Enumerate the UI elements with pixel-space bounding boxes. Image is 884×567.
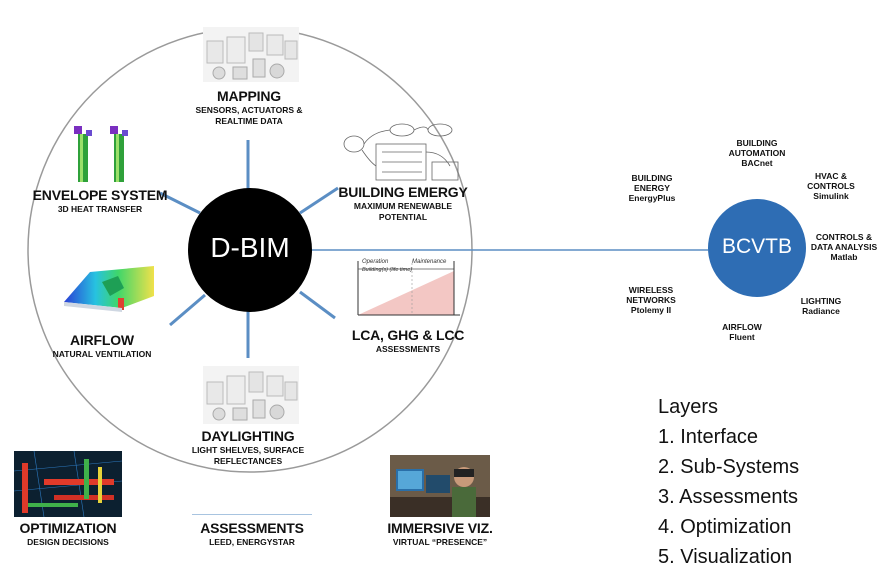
- bcvtb-airflow-line1: AIRFLOW: [722, 322, 762, 332]
- hvac-line1: HVAC &: [815, 171, 847, 181]
- immersive-title: IMMERSIVE VIZ.: [387, 520, 493, 536]
- assessments-title: ASSESSMENTS: [200, 520, 304, 536]
- node-optimization: OPTIMIZATION DESIGN DECISIONS: [6, 520, 130, 548]
- envelope-image: [64, 120, 144, 182]
- wireless-line3: Ptolemy II: [630, 305, 672, 316]
- node-airflow: AIRFLOW NATURAL VENTILATION: [32, 332, 172, 360]
- lighting-line2: Radiance: [802, 306, 840, 317]
- bcvtb-node-hvac: HVAC & CONTROLS Simulink: [796, 171, 866, 202]
- energy-sub1: MAXIMUM RENEWABLE: [353, 201, 453, 212]
- bcvtb-label: BCVTB: [721, 235, 792, 258]
- layer-item: 3. Assessments: [658, 486, 799, 508]
- mapping-sub2: REALTIME DATA: [215, 115, 283, 126]
- spoke-envelope: [159, 191, 201, 215]
- assessments-rule: [192, 514, 312, 515]
- hvac-line2: CONTROLS: [807, 181, 855, 192]
- wireless-line2: NETWORKS: [626, 295, 676, 306]
- wireless-line1: WIRELESS: [628, 285, 674, 295]
- bcvtb-node-lighting: LIGHTING Radiance: [790, 296, 852, 316]
- daylighting-sub1: LIGHT SHELVES, SURFACE: [191, 445, 305, 456]
- mapping-image: [203, 27, 299, 82]
- node-immersive: IMMERSIVE VIZ. VIRTUAL “PRESENCE”: [372, 520, 508, 548]
- lca-chart-image: Operation Maintenance Building(s) (life …: [354, 257, 464, 317]
- daylighting-image: [203, 366, 299, 424]
- envelope-sub1: 3D HEAT TRANSFER: [57, 204, 143, 215]
- energy-title: BUILDING EMERGY: [338, 184, 468, 200]
- immersive-sub1: VIRTUAL “PRESENCE”: [392, 537, 488, 548]
- lca-label-operation: Operation: [362, 259, 389, 265]
- airflow-image: [60, 262, 158, 314]
- spoke-airflow: [169, 293, 206, 327]
- airflow-title: AIRFLOW: [70, 332, 134, 348]
- node-building-emergy: BUILDING EMERGY MAXIMUM RENEWABLE POTENT…: [330, 184, 476, 223]
- daylighting-sub2: REFLECTANCES: [213, 455, 283, 466]
- spokes: [159, 140, 339, 358]
- lca-sub1: ASSESSMENTS: [375, 344, 441, 355]
- bcvtb-node-building-energy: BUILDING ENERGY EnergyPlus: [614, 173, 690, 204]
- bcvtb-circle: [708, 199, 806, 297]
- controls-line3: Matlab: [830, 252, 858, 263]
- bcvtb-node-automation: BUILDING AUTOMATION BACnet: [712, 138, 802, 169]
- immersive-image: [390, 455, 490, 517]
- node-daylighting: DAYLIGHTING LIGHT SHELVES, SURFACE REFLE…: [170, 428, 326, 467]
- automation-line3: BACnet: [741, 158, 773, 169]
- automation-line1: BUILDING: [736, 138, 778, 148]
- assessments-sub1: LEED, ENERGYSTAR: [209, 537, 295, 548]
- dbim-label: D-BIM: [210, 232, 290, 263]
- lca-label-lifetime: Building(s) (life time): [362, 267, 413, 273]
- lca-title: LCA, GHG & LCC: [351, 327, 465, 343]
- energy-flow-image: [342, 122, 464, 184]
- layer-item: 5. Visualization: [658, 546, 793, 567]
- node-lca: LCA, GHG & LCC ASSESSMENTS: [340, 327, 476, 355]
- mapping-title: MAPPING: [217, 88, 281, 104]
- layers-heading: Layers: [658, 396, 719, 418]
- dbim-circle: [188, 188, 312, 312]
- optimization-image: [14, 451, 122, 517]
- energy-sub2: POTENTIAL: [378, 211, 428, 222]
- layers-list: Layers 1. Interface 2. Sub-Systems 3. As…: [658, 392, 799, 567]
- layer-item: 4. Optimization: [658, 516, 792, 538]
- hvac-line3: Simulink: [813, 191, 849, 202]
- lighting-line1: LIGHTING: [800, 296, 842, 306]
- controls-line2: DATA ANALYSIS: [810, 242, 878, 253]
- node-mapping: MAPPING SENSORS, ACTUATORS & REALTIME DA…: [178, 88, 320, 127]
- controls-line1: CONTROLS &: [815, 232, 873, 242]
- airflow-sub1: NATURAL VENTILATION: [52, 349, 152, 360]
- bcvtb-node-airflow: AIRFLOW Fluent: [712, 322, 772, 342]
- building-energy-line3: EnergyPlus: [628, 193, 676, 204]
- bcvtb-airflow-line2: Fluent: [729, 332, 755, 343]
- automation-line2: AUTOMATION: [728, 148, 786, 159]
- envelope-title: ENVELOPE SYSTEM: [32, 187, 168, 203]
- building-energy-line2: ENERGY: [634, 183, 670, 194]
- lca-label-maintenance: Maintenance: [412, 259, 447, 265]
- layer-item: 1. Interface: [658, 426, 759, 448]
- layer-item: 2. Sub-Systems: [658, 456, 800, 478]
- spoke-energy: [299, 186, 339, 215]
- building-energy-line1: BUILDING: [631, 173, 673, 183]
- mapping-sub1: SENSORS, ACTUATORS &: [195, 105, 303, 116]
- spoke-lca: [299, 290, 336, 320]
- node-envelope: ENVELOPE SYSTEM 3D HEAT TRANSFER: [22, 187, 178, 215]
- node-assessments: ASSESSMENTS LEED, ENERGYSTAR: [182, 520, 322, 548]
- daylighting-title: DAYLIGHTING: [201, 428, 295, 444]
- optimization-title: OPTIMIZATION: [19, 520, 117, 536]
- bcvtb-node-controls: CONTROLS & DATA ANALYSIS Matlab: [804, 232, 884, 263]
- bcvtb-node-wireless: WIRELESS NETWORKS Ptolemy II: [610, 285, 692, 316]
- optimization-sub1: DESIGN DECISIONS: [27, 537, 109, 548]
